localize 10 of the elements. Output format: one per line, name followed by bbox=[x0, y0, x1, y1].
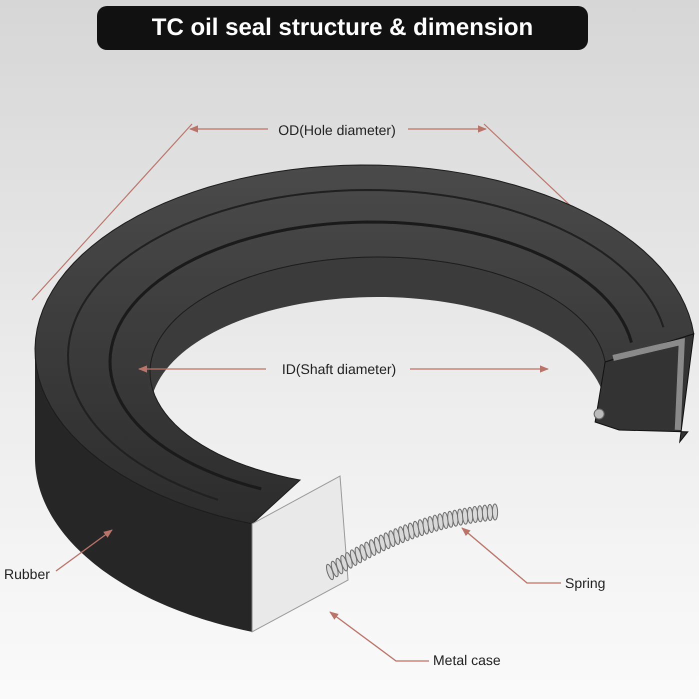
part-label: Rubber bbox=[4, 566, 50, 582]
spring-drawing bbox=[326, 504, 498, 580]
dimension-label: OD(Hole diameter) bbox=[278, 122, 396, 138]
leader-line bbox=[461, 527, 561, 584]
dimension-label: ID(Shaft diameter) bbox=[282, 361, 396, 377]
leader-line bbox=[56, 529, 113, 572]
title-banner: TC oil seal structure & dimension bbox=[97, 6, 588, 50]
part-label: Spring bbox=[565, 575, 606, 591]
part-label: Metal case bbox=[433, 652, 501, 668]
leader-line bbox=[329, 611, 429, 662]
